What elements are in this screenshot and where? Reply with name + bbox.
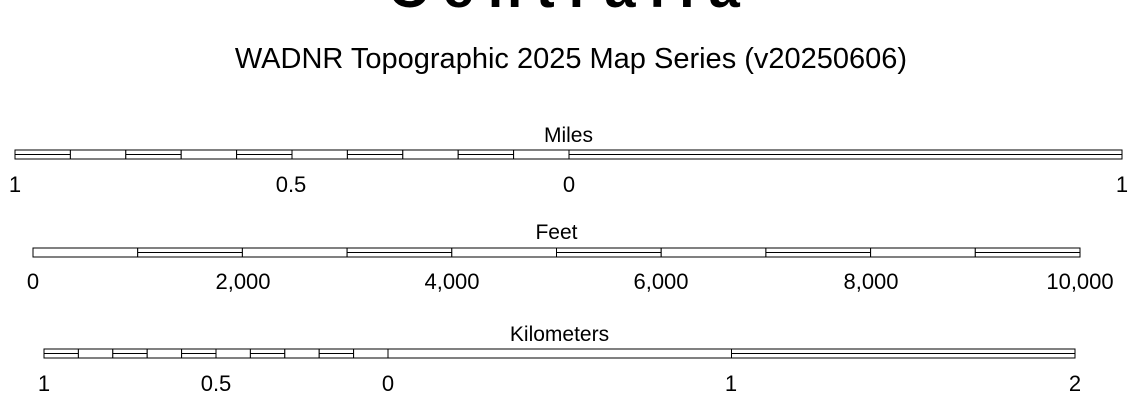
scale-tick-label: 4,000 bbox=[424, 269, 479, 294]
scale-tick-label: 8,000 bbox=[843, 269, 898, 294]
scale-segment bbox=[387, 348, 732, 359]
scale-segment bbox=[353, 348, 389, 359]
scale-unit-label: Miles bbox=[544, 124, 593, 147]
scale-tick-label: 6,000 bbox=[633, 269, 688, 294]
scale-tick-label: 0.5 bbox=[201, 371, 232, 394]
scale-segment bbox=[451, 247, 557, 258]
scale-tick-label: 0 bbox=[563, 172, 575, 197]
scale-unit-label: Kilometers bbox=[510, 323, 609, 346]
scale-tick-label: 0.5 bbox=[276, 172, 307, 197]
scale-segment bbox=[180, 149, 238, 160]
scale-segment bbox=[215, 348, 251, 359]
scale-segment bbox=[284, 348, 320, 359]
scale-bar-feet: Feet 0 2,000 4,000 6,000 8,000 10,000 bbox=[27, 221, 1114, 294]
scale-segment bbox=[660, 247, 767, 258]
scale-tick-label: 1 bbox=[725, 371, 737, 394]
scale-tick-label: 1 bbox=[38, 371, 50, 394]
scale-segment bbox=[32, 247, 139, 258]
scale-segment bbox=[870, 247, 976, 258]
scale-bar-miles: Miles 1 0.5 0 1 bbox=[9, 124, 1128, 197]
scale-tick-label: 2 bbox=[1069, 371, 1081, 394]
map-title: Centralia bbox=[0, 0, 1142, 16]
scale-unit-label: Feet bbox=[535, 221, 577, 244]
map-subtitle: WADNR Topographic 2025 Map Series (v2025… bbox=[234, 43, 908, 75]
scale-segment bbox=[513, 149, 570, 160]
scale-tick-label: 10,000 bbox=[1046, 269, 1113, 294]
scale-segment bbox=[291, 149, 348, 160]
scale-tick-label: 0 bbox=[382, 371, 394, 394]
scale-tick-label: 1 bbox=[1116, 172, 1128, 197]
scale-tick-label: 0 bbox=[27, 269, 39, 294]
scale-tick-label: 2,000 bbox=[215, 269, 270, 294]
scale-segment bbox=[69, 149, 127, 160]
scale-tick-label: 1 bbox=[9, 172, 21, 197]
scale-segment bbox=[402, 149, 459, 160]
scale-bar-kilometers: Kilometers 1 0.5 0 1 2 bbox=[38, 323, 1081, 394]
scale-segment bbox=[146, 348, 183, 359]
scale-segment bbox=[241, 247, 348, 258]
scale-segment bbox=[77, 348, 114, 359]
